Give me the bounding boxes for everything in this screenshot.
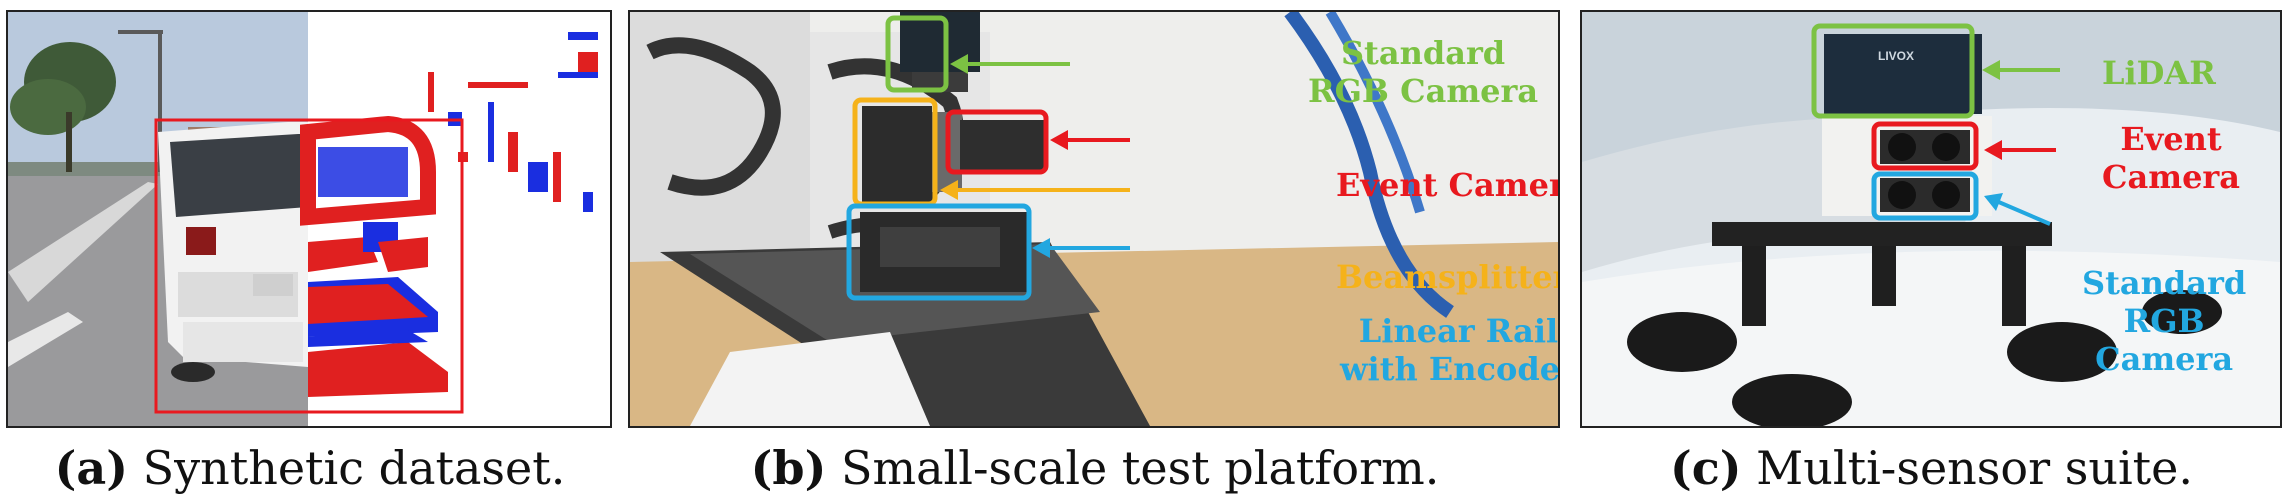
bounding-box xyxy=(154,118,464,414)
caption-b-tag: (b) xyxy=(750,441,827,495)
highlight-event-camera xyxy=(945,109,1049,175)
highlight-lidar xyxy=(1811,23,1975,119)
highlight-standard-camera xyxy=(1871,171,1979,221)
label-event-camera: Event Camera xyxy=(1336,166,1558,204)
caption-b-text: Small-scale test platform. xyxy=(826,441,1440,495)
highlight-linear-rail xyxy=(846,203,1032,301)
label-lidar: LiDAR xyxy=(2102,54,2216,92)
caption-a-tag: (a) xyxy=(54,441,128,495)
label-beamsplitters: Beamsplitters xyxy=(1336,258,1558,296)
lidar-brand-text: LIVOX xyxy=(1878,49,1914,63)
caption-c: (c) Multi-sensor suite. xyxy=(1575,440,2288,496)
synthetic-scene xyxy=(8,12,610,426)
label-event-camera: Event Camera xyxy=(2102,120,2241,196)
label-linear-rail: Linear Rail with Encoder xyxy=(1340,312,1560,388)
label-standard-camera: Standard RGB Camera xyxy=(2082,264,2247,378)
caption-a: (a) Synthetic dataset. xyxy=(0,440,620,496)
caption-c-tag: (c) xyxy=(1670,441,1742,495)
multi-sensor-suite-image: LIVOX LiDAR Event Camera xyxy=(1580,10,2282,428)
caption-b: (b) Small-scale test platform. xyxy=(620,440,1570,496)
caption-a-text: Synthetic dataset. xyxy=(127,441,566,495)
label-standard-camera: Standard RGB Camera xyxy=(1308,34,1539,110)
test-platform-image: Standard RGB Camera Event Camera Beamspl… xyxy=(628,10,1560,428)
synthetic-dataset-image xyxy=(6,10,612,428)
highlight-event-camera xyxy=(1871,121,1979,171)
arrow-standard-camera xyxy=(1993,198,2051,226)
sensor-suite-photo: LIVOX xyxy=(1582,12,2280,426)
event-visualization xyxy=(300,32,598,397)
car-rendered xyxy=(158,122,308,382)
test-platform-photo xyxy=(630,12,1558,426)
highlight-standard-camera xyxy=(885,15,949,93)
caption-c-text: Multi-sensor suite. xyxy=(1741,441,2193,495)
